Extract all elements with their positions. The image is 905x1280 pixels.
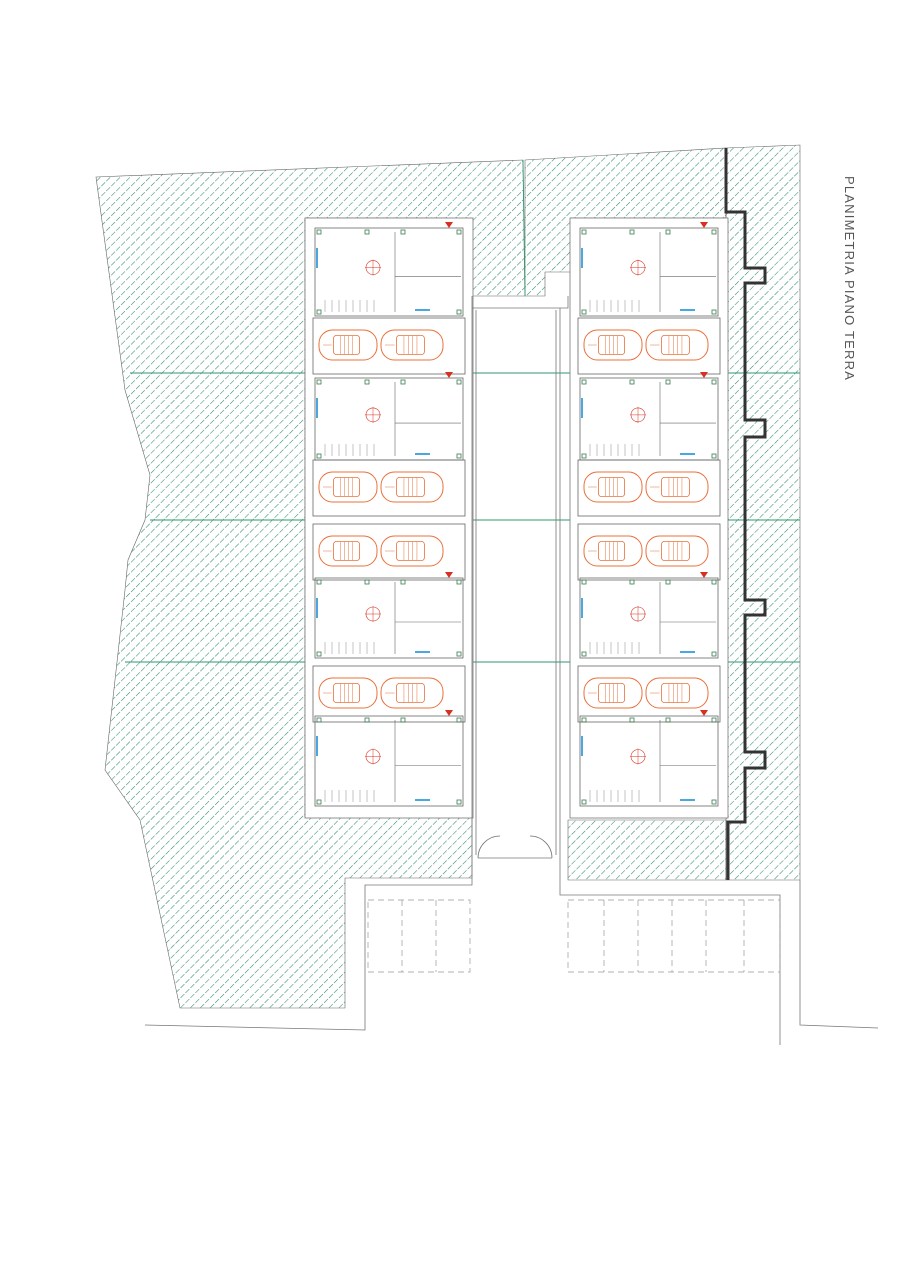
right-house-4 — [579, 710, 719, 807]
right-garage-4-car-1 — [583, 677, 643, 709]
right-garage-4 — [577, 665, 721, 723]
left-garage-3 — [312, 523, 466, 581]
left-garage-2-car-1 — [318, 471, 378, 503]
left-garage-1-car-2 — [380, 329, 444, 361]
right-block — [569, 217, 729, 819]
left-garage-4-car-1 — [318, 677, 378, 709]
right-garage-2-car-2 — [645, 471, 709, 503]
left-garage-1-car-1 — [318, 329, 378, 361]
left-garage-4-car-2 — [380, 677, 444, 709]
right-garage-3 — [577, 523, 721, 581]
driveway — [144, 296, 879, 1045]
left-garage-1 — [312, 317, 466, 375]
left-block — [304, 217, 474, 819]
right-garage-2 — [577, 459, 721, 517]
right-garage-1-car-2 — [645, 329, 709, 361]
right-garage-1-car-1 — [583, 329, 643, 361]
left-house-3 — [314, 572, 464, 659]
left-garage-4 — [312, 665, 466, 723]
right-garage-3-car-1 — [583, 535, 643, 567]
right-garage-3-car-2 — [645, 535, 709, 567]
boundary-wall — [724, 148, 767, 880]
right-lawn-strip — [725, 144, 801, 881]
right-garage-2-car-1 — [583, 471, 643, 503]
right-house-1 — [579, 222, 719, 317]
left-house-1 — [314, 222, 464, 317]
left-garage-3-car-1 — [318, 535, 378, 567]
left-garage-2-car-2 — [380, 471, 444, 503]
parking-stalls — [367, 899, 781, 973]
left-house-4 — [314, 710, 464, 807]
right-house-3 — [579, 572, 719, 659]
left-garage-2 — [312, 459, 466, 517]
right-garage-4-car-2 — [645, 677, 709, 709]
plan-title: PLANIMETRIA PIANO TERRA — [842, 176, 857, 382]
right-garage-1 — [577, 317, 721, 375]
left-garage-3-car-2 — [380, 535, 444, 567]
right-lawn-bottom — [567, 819, 727, 881]
